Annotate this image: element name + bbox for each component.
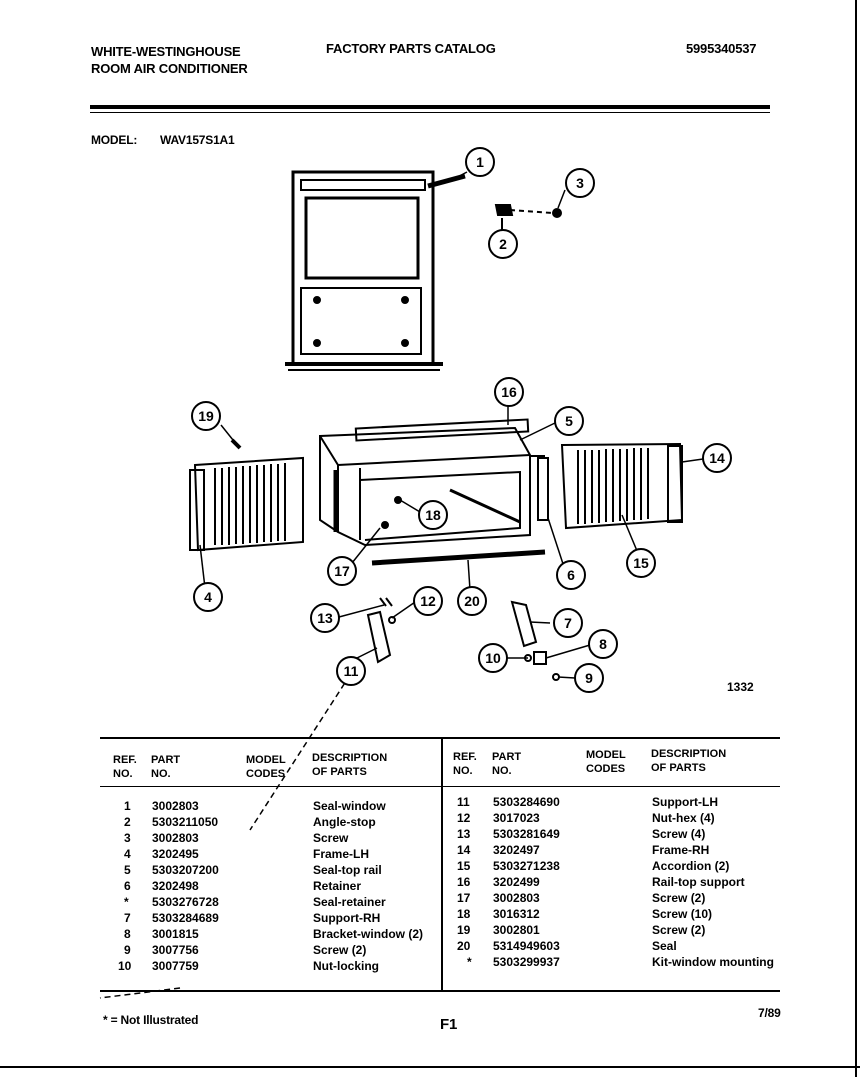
callout-19: 19 (198, 408, 214, 424)
header-rule-thin (90, 112, 770, 113)
callout-20: 20 (464, 593, 480, 609)
callout-6: 6 (567, 567, 575, 583)
callout-16: 16 (501, 384, 517, 400)
page-border-right (855, 0, 857, 1077)
revision-date: 7/89 (758, 1006, 781, 1020)
header-ref-no-right: REF.NO. (453, 751, 477, 777)
model-value: WAV157S1A1 (160, 133, 235, 147)
figure-number: 1332 (727, 680, 754, 694)
right-support-illustration (510, 600, 560, 681)
brand-line-1: WHITE-WESTINGHOUSE (91, 44, 241, 59)
callout-5: 5 (565, 413, 573, 429)
model-label: MODEL: (91, 133, 138, 147)
header-rule-thick (90, 105, 770, 109)
callout-17: 17 (334, 563, 350, 579)
right-accordion-illustration (560, 442, 684, 530)
table-bottom-rule (100, 990, 780, 992)
table-header-rule (100, 786, 780, 787)
callout-10: 10 (485, 650, 501, 666)
brand-line-2: ROOM AIR CONDITIONER (91, 61, 248, 76)
callout-12: 12 (420, 593, 436, 609)
header-ref-no-left: REF.NO. (113, 754, 137, 780)
callout-2: 2 (499, 236, 507, 252)
window-sash-illustration (285, 170, 466, 371)
cabinet-illustration (319, 418, 549, 566)
table-divider (441, 738, 443, 990)
footnote-not-illustrated: * = Not Illustrated (103, 1013, 199, 1027)
callout-13: 13 (317, 610, 333, 626)
callout-11: 11 (344, 663, 359, 679)
callout-9: 9 (585, 670, 593, 686)
callout-3: 3 (576, 175, 584, 191)
angle-stop-illustration (494, 204, 562, 233)
catalog-number: 5995340537 (686, 41, 757, 56)
table-top-rule (100, 737, 780, 739)
left-accordion-illustration (189, 438, 304, 552)
callout-4: 4 (204, 589, 212, 605)
catalog-title: FACTORY PARTS CATALOG (326, 41, 496, 56)
callout-14: 14 (709, 450, 725, 466)
page-border-bottom (0, 1066, 860, 1068)
callout-18: 18 (425, 507, 441, 523)
page-number: F1 (440, 1016, 458, 1033)
callout-1: 1 (476, 154, 484, 170)
callout-15: 15 (633, 555, 649, 571)
left-support-illustration (366, 597, 396, 664)
callout-7: 7 (564, 615, 572, 631)
callout-8: 8 (599, 636, 607, 652)
callout-circles (191, 147, 732, 693)
